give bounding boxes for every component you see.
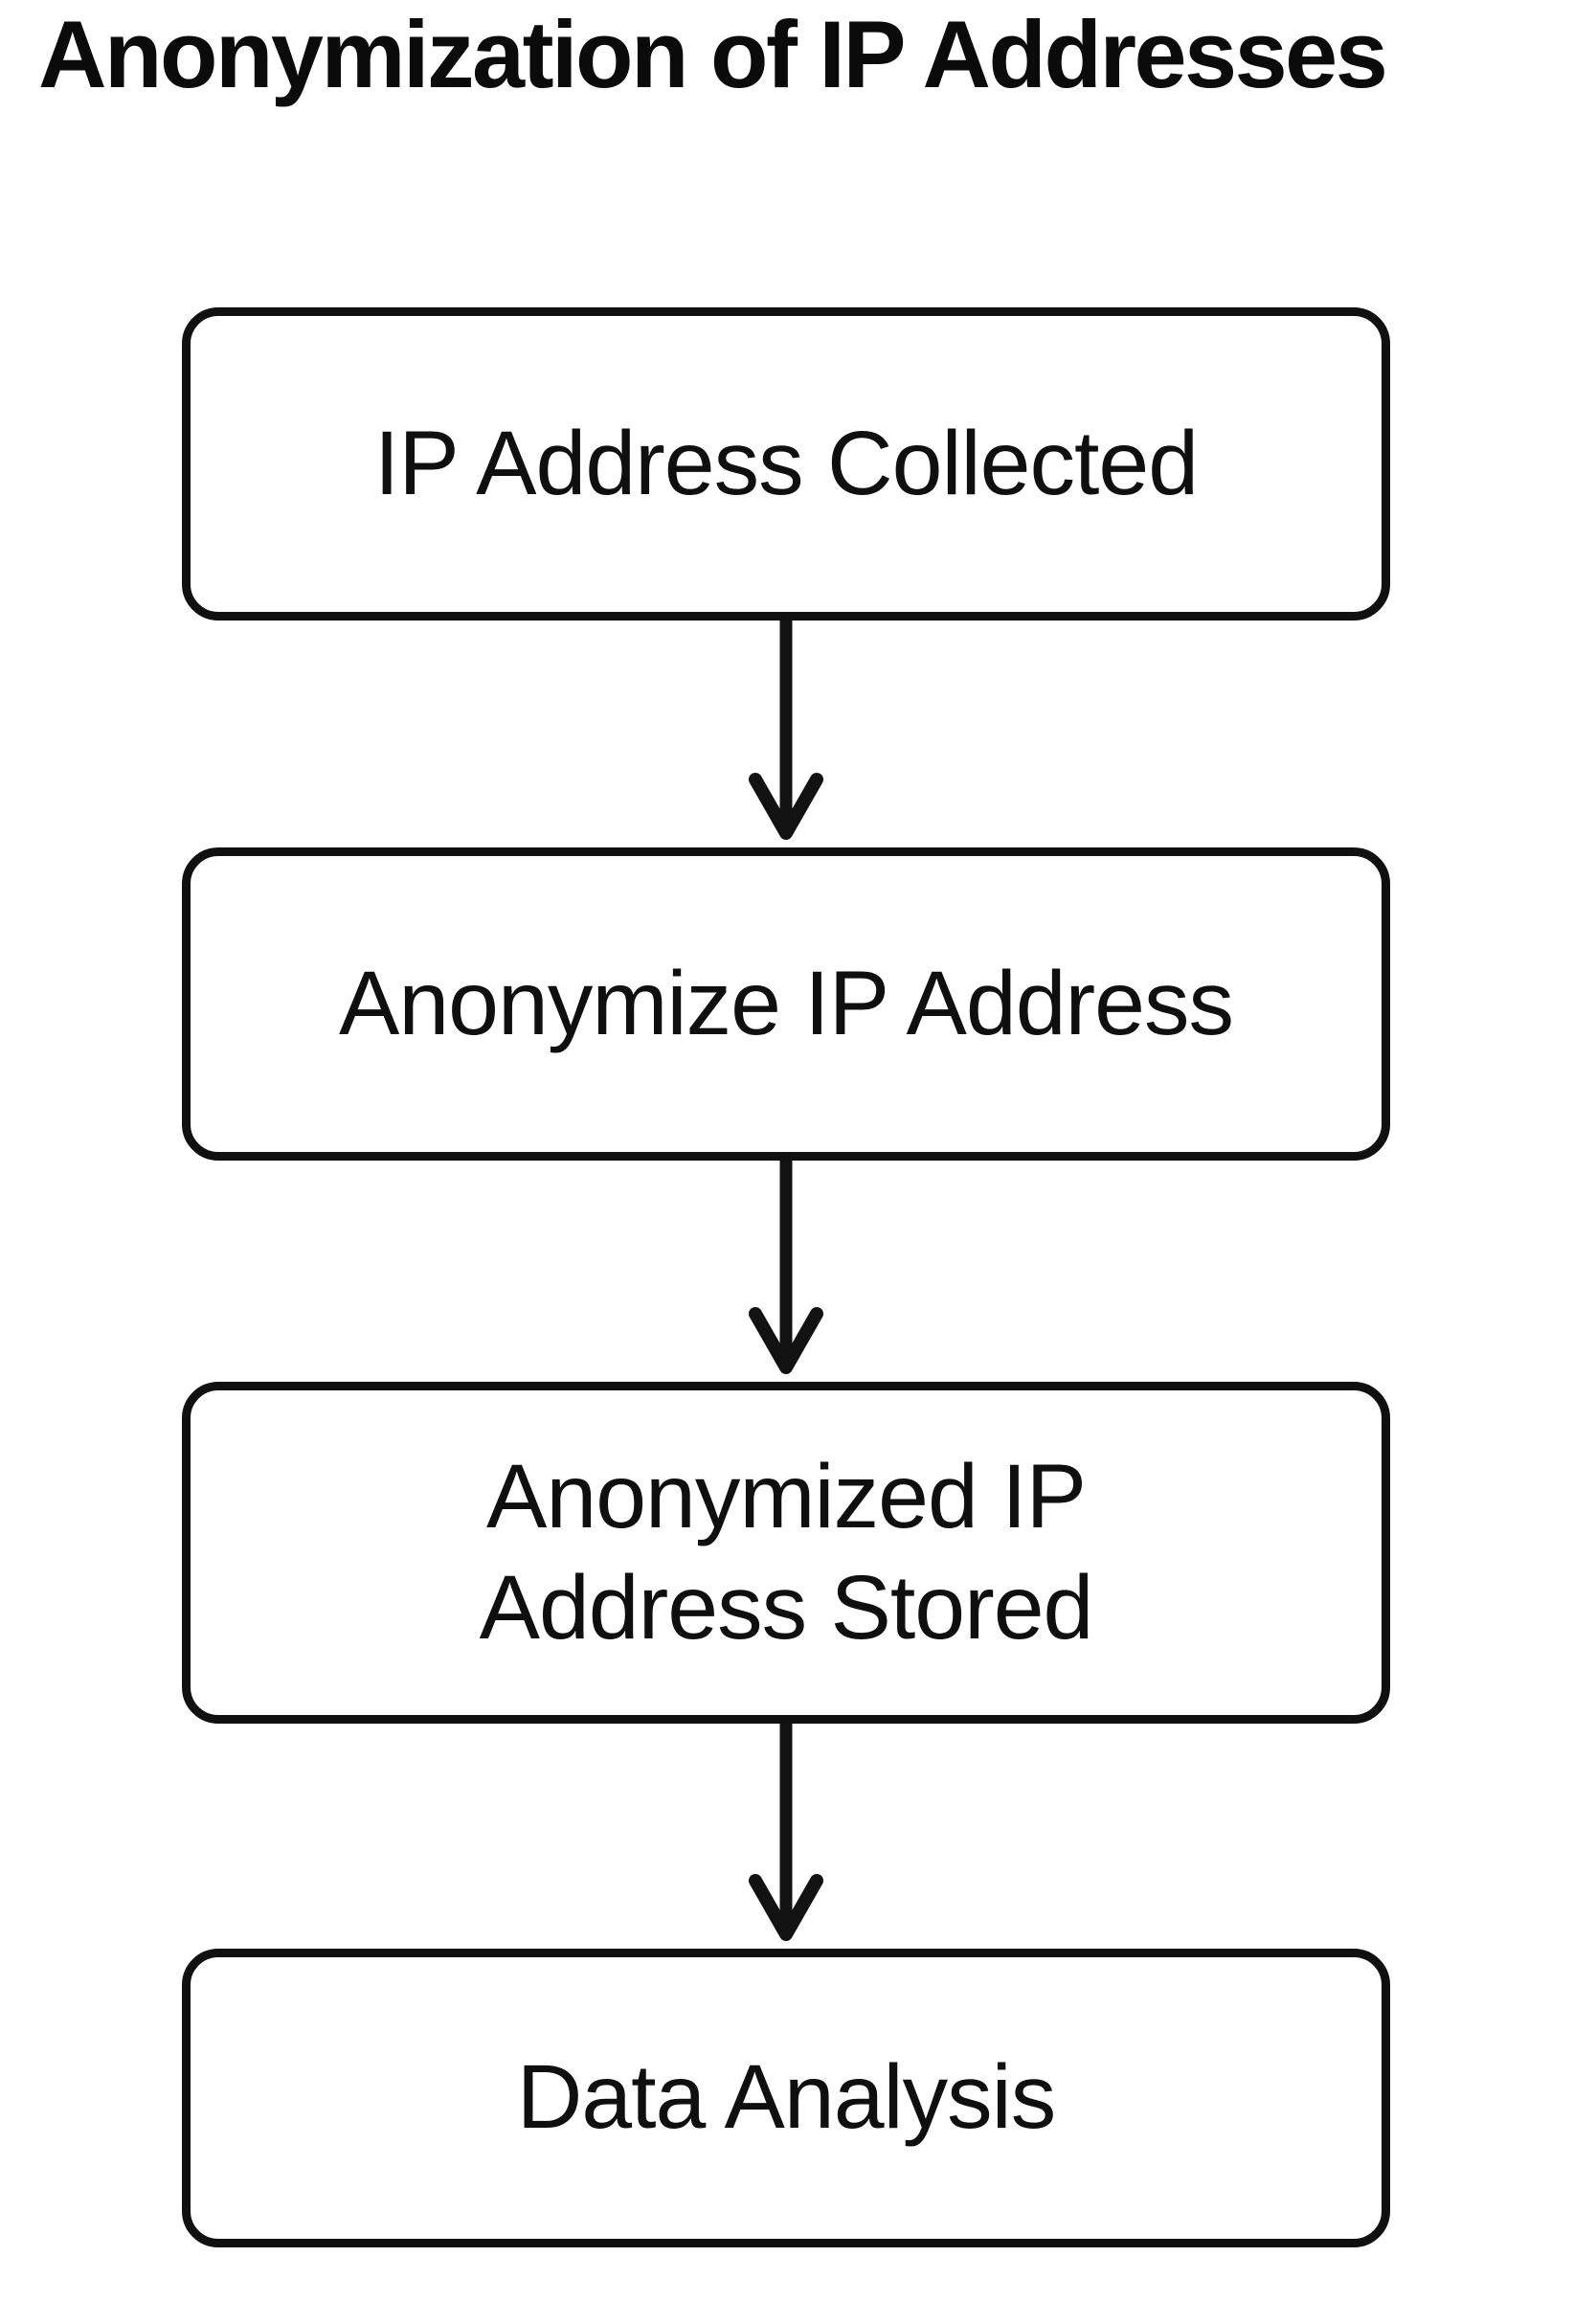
flowchart: IP Address Collected Anonymize IP Addres…	[182, 307, 1390, 2247]
flow-node-label: Data Analysis	[516, 2046, 1057, 2149]
page-title: Anonymization of IP Addresses	[38, 1, 1388, 107]
flow-node-label: Anonymized IP Address Stored	[479, 1445, 1094, 1659]
flow-node-data-analysis: Data Analysis	[182, 1949, 1390, 2247]
flow-node-anonymize-ip-address: Anonymize IP Address	[182, 847, 1390, 1161]
flow-node-anonymized-ip-address-stored: Anonymized IP Address Stored	[182, 1382, 1390, 1724]
arrow-down-icon	[749, 621, 823, 840]
flow-node-ip-address-collected: IP Address Collected	[182, 307, 1390, 621]
flow-node-label: Anonymize IP Address	[338, 952, 1234, 1054]
arrow-down-icon	[749, 1161, 823, 1374]
flow-node-label: IP Address Collected	[373, 412, 1199, 514]
arrow-down-icon	[749, 1724, 823, 1941]
